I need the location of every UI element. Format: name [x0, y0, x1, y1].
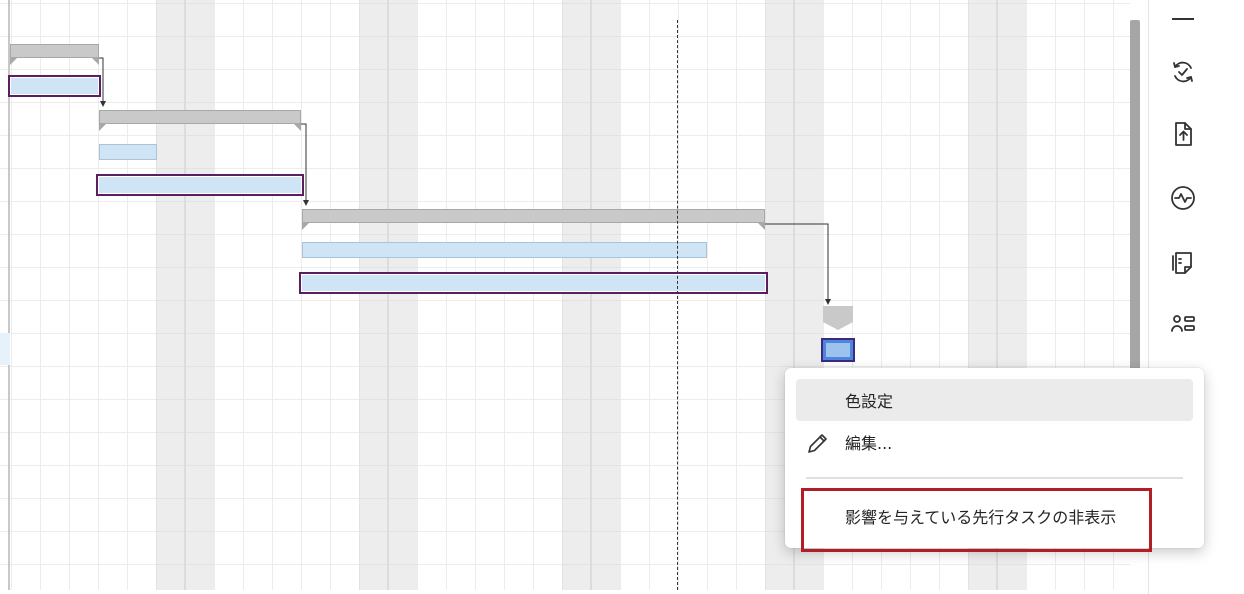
week-divider	[793, 0, 795, 590]
dependency-line	[99, 57, 104, 103]
gantt-chart[interactable]	[0, 0, 1130, 590]
menu-separator	[806, 477, 1183, 479]
dependency-line	[301, 123, 307, 202]
summary-bar[interactable]	[302, 209, 765, 230]
week-divider	[590, 0, 592, 590]
menu-item-hide-predecessors[interactable]: 影響を与えている先行タスクの非表示	[796, 495, 1193, 537]
task-bar[interactable]	[302, 242, 707, 258]
summary-bar[interactable]	[10, 44, 99, 65]
people-list-icon[interactable]	[1167, 308, 1199, 340]
arrowhead	[303, 200, 309, 206]
menu-item-color-settings[interactable]: 色設定	[796, 379, 1193, 421]
task-bar-selected[interactable]	[299, 272, 768, 294]
menu-lines-icon[interactable]	[1172, 18, 1194, 20]
week-divider	[387, 0, 389, 590]
highlight-annotation-box	[801, 488, 1152, 552]
selected-row-highlight	[0, 333, 10, 365]
menu-item-edit[interactable]: 編集...	[796, 421, 1193, 463]
summary-bar[interactable]	[99, 110, 301, 131]
menu-item-label: 編集...	[845, 434, 893, 453]
week-divider	[996, 0, 998, 590]
week-divider	[184, 0, 186, 590]
context-menu: 色設定 編集... 影響を与えている先行タスクの非表示	[785, 368, 1204, 548]
menu-item-label: 影響を与えている先行タスクの非表示	[845, 508, 1117, 527]
dependency-line	[765, 223, 829, 301]
file-upload-icon[interactable]	[1167, 118, 1199, 150]
grid-left-border	[8, 0, 10, 590]
pencil-icon	[806, 431, 830, 455]
milestone-summary[interactable]	[823, 306, 853, 330]
activity-pulse-icon[interactable]	[1167, 182, 1199, 214]
vertical-scrollbar[interactable]	[1130, 20, 1140, 370]
document-pages-icon[interactable]	[1167, 246, 1199, 278]
milestone-task-selected[interactable]	[821, 338, 855, 362]
dependency-arrows	[99, 57, 831, 305]
today-line	[677, 20, 678, 590]
arrowhead	[825, 299, 831, 305]
menu-item-label: 色設定	[845, 392, 894, 411]
task-bar[interactable]	[99, 144, 157, 160]
task-bar-selected[interactable]	[8, 75, 101, 97]
refresh-check-icon[interactable]	[1167, 56, 1199, 88]
task-bar-selected[interactable]	[96, 174, 304, 196]
arrowhead	[100, 101, 106, 107]
